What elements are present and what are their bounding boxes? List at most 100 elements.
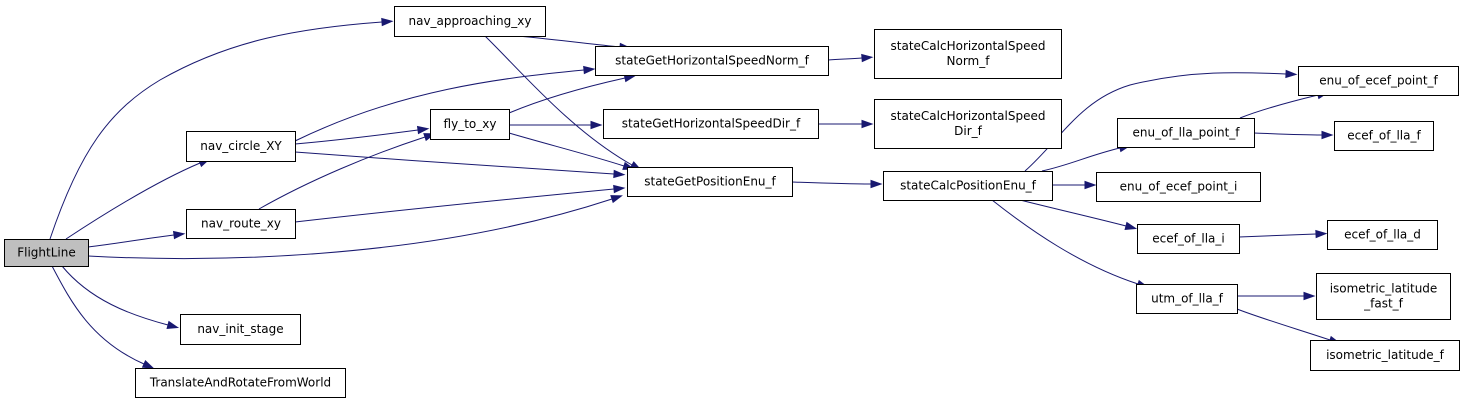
node-box (874, 99, 1062, 149)
node-ecef_of_lla_i[interactable]: ecef_of_lla_i (1137, 224, 1240, 254)
edge-nav_circle_XY-to-stateGetHorizontalSpeedNorm_f (294, 65, 596, 142)
node-box (1316, 273, 1451, 320)
edge-nav_route_xy-to-stateGetPositionEnu_f (294, 184, 626, 223)
node-box (394, 6, 546, 37)
node-box (430, 109, 510, 140)
edge-line (1239, 94, 1319, 119)
node-box (603, 109, 819, 139)
node-box (874, 29, 1062, 79)
node-box (1334, 121, 1434, 151)
edge-arrowhead (381, 17, 394, 27)
node-box (186, 209, 296, 239)
edge-arrowhead (610, 195, 623, 204)
node-label: isometric_latitude_f (1326, 348, 1445, 362)
node-box (883, 171, 1053, 201)
edge-line (517, 35, 621, 48)
node-stateCalcPositionEnu_f[interactable]: stateCalcPositionEnu_f (883, 171, 1053, 201)
edge-line (827, 57, 863, 61)
node-enu_of_lla_point_f[interactable]: enu_of_lla_point_f (1117, 118, 1255, 148)
edge-stateGetPositionEnu_f-to-stateCalcPositionEnu_f (791, 179, 883, 189)
node-enu_of_ecef_point_i[interactable]: enu_of_ecef_point_i (1096, 172, 1261, 202)
edge-line (61, 265, 169, 326)
node-box (1327, 220, 1438, 250)
edge-ecef_of_lla_i-to-ecef_of_lla_d (1238, 229, 1328, 239)
edge-line (1236, 308, 1331, 341)
node-fly_to_xy[interactable]: fly_to_xy (430, 109, 510, 140)
node-utm_of_lla_f[interactable]: utm_of_lla_f (1136, 284, 1238, 314)
node-box (1137, 224, 1240, 254)
node-label: Norm_f (947, 54, 991, 68)
edge-line (65, 162, 201, 240)
edge-line (87, 198, 613, 259)
nodes-layer: FlightLine nav_approaching_xy stateGetHori… (4, 6, 1460, 398)
node-ecef_of_lla_f[interactable]: ecef_of_lla_f (1334, 121, 1434, 151)
edge-stateCalcPositionEnu_f-to-utm_of_lla_f (991, 199, 1149, 288)
edge-line (294, 188, 615, 223)
node-nav_circle_XY[interactable]: nav_circle_XY (186, 131, 296, 162)
edge-arrowhead (613, 169, 626, 179)
edge-line (294, 151, 615, 175)
edge-stateGetHorizontalSpeedNorm_f-to-stateCalcHorizontalSpeedNorm_f (827, 53, 874, 63)
node-box (595, 46, 829, 76)
node-nav_approaching_xy[interactable]: nav_approaching_xy (394, 6, 546, 37)
node-stateGetHorizontalSpeedDir_f[interactable]: stateGetHorizontalSpeedDir_f (603, 109, 819, 139)
edge-line (508, 132, 625, 167)
node-box (186, 131, 296, 162)
edge-line (791, 181, 872, 185)
edge-arrowhead (590, 120, 603, 130)
edge-enu_of_lla_point_f-to-ecef_of_lla_f (1253, 130, 1334, 140)
edge-line (294, 69, 585, 142)
edge-arrowhead (1315, 229, 1328, 239)
node-isometric_latitude_fast_f[interactable]: isometric_latitude_fast_f (1316, 273, 1451, 320)
node-label: stateCalcHorizontalSpeed (891, 109, 1046, 123)
edge-line (294, 129, 419, 145)
node-label: stateGetHorizontalSpeedNorm_f (615, 54, 809, 68)
edge-stateGetHorizontalSpeedDir_f-to-stateCalcHorizontalSpeedDir_f (818, 119, 874, 129)
node-label: FlightLine (17, 246, 76, 260)
edge-stateCalcPositionEnu_f-to-enu_of_ecef_point_i (1051, 180, 1097, 190)
edge-line (258, 136, 426, 210)
edges-layer (49, 17, 1341, 369)
node-stateGetPositionEnu_f[interactable]: stateGetPositionEnu_f (627, 167, 793, 197)
edge-FlightLine-to-nav_approaching_xy (49, 17, 394, 240)
edge-line (51, 265, 145, 365)
node-label: stateCalcHorizontalSpeed (891, 39, 1046, 53)
edge-arrowhead (583, 65, 596, 75)
edge-line (484, 35, 633, 166)
node-nav_init_stage[interactable]: nav_init_stage (180, 314, 301, 345)
node-ecef_of_lla_d[interactable]: ecef_of_lla_d (1327, 220, 1438, 250)
node-TranslateAndRotateFromWorld[interactable]: TranslateAndRotateFromWorld (135, 368, 346, 398)
edge-line (1041, 147, 1121, 172)
node-label: stateCalcPositionEnu_f (900, 179, 1037, 193)
node-box (1136, 284, 1238, 314)
node-label: _fast_f (1363, 297, 1404, 311)
node-stateGetHorizontalSpeedNorm_f[interactable]: stateGetHorizontalSpeedNorm_f (595, 46, 829, 76)
edge-arrowhead (1084, 180, 1097, 190)
edge-line (991, 199, 1139, 285)
node-label: ecef_of_lla_d (1344, 228, 1421, 242)
edge-arrowhead (1303, 291, 1316, 301)
node-nav_route_xy[interactable]: nav_route_xy (186, 209, 296, 239)
edge-arrowhead (166, 320, 180, 329)
edge-arrowhead (141, 359, 155, 369)
edge-stateCalcPositionEnu_f-to-ecef_of_lla_i (1019, 199, 1138, 230)
edge-line (49, 21, 383, 240)
edge-fly_to_xy-to-stateGetHorizontalSpeedDir_f (508, 120, 603, 130)
node-box (4, 239, 89, 267)
edge-arrowhead (613, 184, 626, 194)
node-box (1096, 172, 1261, 202)
node-isometric_latitude_f[interactable]: isometric_latitude_f (1310, 340, 1460, 371)
node-box (135, 368, 346, 398)
node-box (1298, 66, 1459, 96)
edge-arrowhead (1285, 69, 1298, 79)
node-box (1117, 118, 1255, 148)
edge-arrowhead (172, 230, 186, 240)
node-enu_of_ecef_point_f[interactable]: enu_of_ecef_point_f (1298, 66, 1459, 96)
node-FlightLine[interactable]: FlightLine (4, 239, 89, 267)
edge-line (1238, 233, 1317, 238)
node-label: nav_route_xy (201, 217, 281, 231)
edge-line (508, 77, 626, 114)
